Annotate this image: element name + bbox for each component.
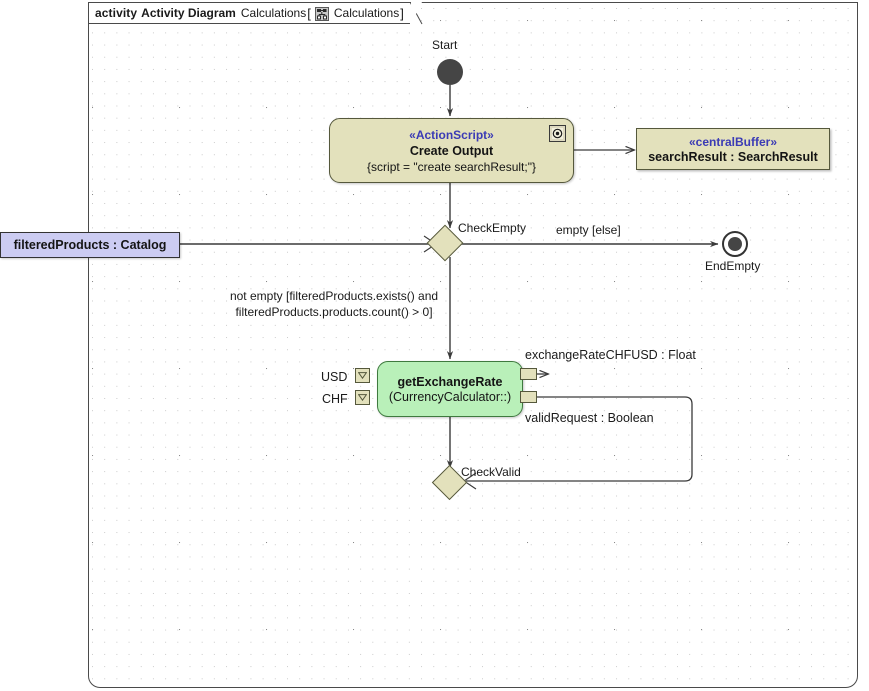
central-buffer-name: searchResult : SearchResult	[648, 149, 818, 164]
output-pin-exchange-rate[interactable]	[520, 368, 537, 380]
frame-kind: Activity Diagram	[141, 6, 236, 20]
input-pin-chf[interactable]	[355, 390, 370, 405]
object-node-filtered-products[interactable]: filteredProducts : Catalog	[0, 232, 180, 258]
guard-not-empty: not empty [filteredProducts.exists() and…	[229, 289, 439, 319]
pin-label-usd: USD	[321, 370, 348, 384]
filtered-products-label: filteredProducts : Catalog	[13, 238, 167, 252]
get-exchange-rate-name: getExchangeRate	[397, 374, 503, 389]
get-exchange-rate-behavior: (CurrencyCalculator::)	[388, 389, 512, 404]
create-output-property: {script = "create searchResult;"}	[367, 159, 536, 174]
frame-name: Calculations	[240, 6, 307, 20]
guard-empty-else: empty [else]	[556, 223, 621, 237]
check-empty-label: CheckEmpty	[458, 221, 527, 235]
frame-keyword: activity	[95, 6, 138, 20]
input-pin-usd[interactable]	[355, 368, 370, 383]
action-script-icon[interactable]	[549, 125, 566, 142]
frame-bracket-open: [	[307, 5, 311, 21]
frame-tab-corner	[409, 2, 423, 25]
central-buffer-node[interactable]: «centralBuffer» searchResult : SearchRes…	[636, 128, 830, 170]
start-node-label: Start	[432, 38, 458, 52]
frame-bracket-close: ]	[400, 5, 404, 21]
frame-context: Calculations	[333, 6, 400, 20]
create-output-name: Create Output	[409, 143, 494, 158]
pin-arrow-icon	[358, 394, 367, 401]
initial-node-icon[interactable]	[437, 59, 463, 85]
pin-label-chf: CHF	[322, 392, 348, 406]
pin-label-exchange-rate: exchangeRateCHFUSD : Float	[525, 348, 696, 362]
central-buffer-stereotype: «centralBuffer»	[688, 134, 778, 149]
output-pin-valid-request[interactable]	[520, 391, 537, 403]
action-get-exchange-rate[interactable]: getExchangeRate (CurrencyCalculator::)	[377, 361, 523, 417]
activity-diagram-icon	[314, 7, 329, 21]
activity-final-icon[interactable]	[722, 231, 748, 257]
create-output-stereotype: «ActionScript»	[409, 127, 494, 142]
pin-arrow-icon	[358, 372, 367, 379]
check-valid-label: CheckValid	[461, 465, 521, 479]
diagram-frame	[88, 2, 858, 688]
action-create-output[interactable]: «ActionScript» Create Output {script = "…	[329, 118, 574, 183]
pin-label-valid-request: validRequest : Boolean	[525, 411, 654, 425]
end-empty-label: EndEmpty	[705, 259, 761, 273]
diagram-frame-header[interactable]: activity Activity Diagram Calculations […	[88, 2, 423, 25]
